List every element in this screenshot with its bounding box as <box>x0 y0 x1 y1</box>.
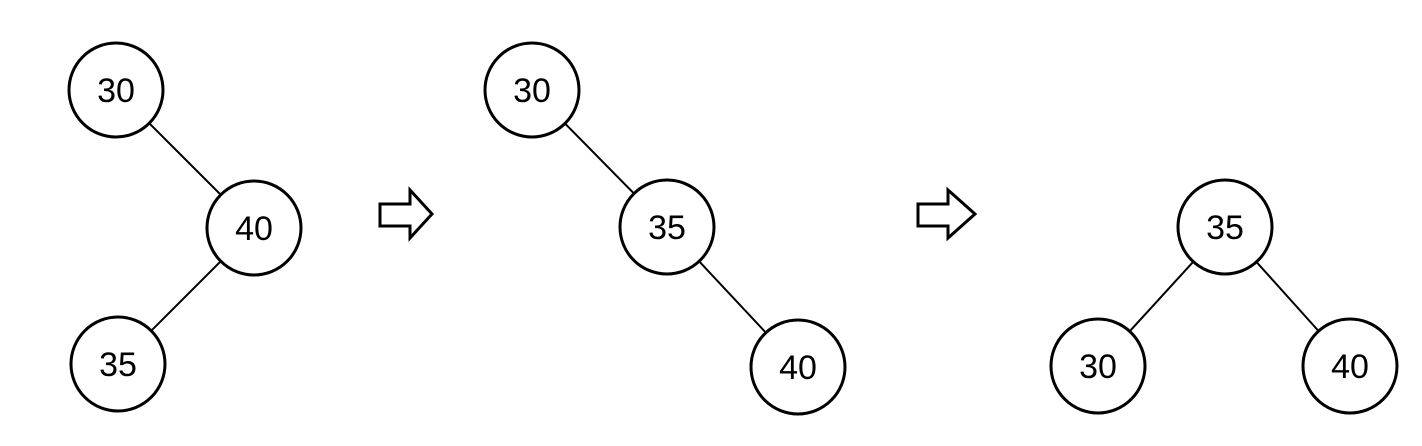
tree-step-2: 30 35 40 <box>483 41 847 416</box>
node-circle <box>618 178 716 276</box>
node-label: 35 <box>648 209 686 247</box>
tree-node: 40 <box>1301 317 1399 415</box>
transform-arrow-2 <box>916 186 978 242</box>
node-label: 40 <box>779 349 817 387</box>
node-label: 40 <box>1331 348 1369 386</box>
node-circle <box>1301 317 1399 415</box>
tree-node: 40 <box>749 318 847 416</box>
transform-arrow-1 <box>378 186 435 242</box>
right-block-arrow-icon <box>916 186 978 242</box>
node-label: 35 <box>1206 209 1244 247</box>
node-label: 30 <box>513 72 551 110</box>
node-label: 30 <box>1079 348 1117 386</box>
node-circle <box>1049 317 1147 415</box>
node-circle <box>1176 178 1274 276</box>
tree-step-1: 30 40 35 <box>67 41 303 413</box>
tree-node: 30 <box>1049 317 1147 415</box>
node-label: 35 <box>99 346 137 384</box>
tree-node: 30 <box>483 41 581 139</box>
tree-node: 35 <box>69 315 167 413</box>
node-circle <box>483 41 581 139</box>
tree-node: 35 <box>1176 178 1274 276</box>
node-circle <box>749 318 847 416</box>
right-block-arrow-icon <box>378 186 435 242</box>
node-label: 40 <box>235 210 273 248</box>
node-circle <box>67 41 165 139</box>
tree-node: 35 <box>618 178 716 276</box>
tree-node: 30 <box>67 41 165 139</box>
node-label: 30 <box>97 72 135 110</box>
tree-node: 40 <box>205 179 303 277</box>
tree-step-3: 35 30 40 <box>1049 178 1399 415</box>
node-circle <box>69 315 167 413</box>
node-circle <box>205 179 303 277</box>
